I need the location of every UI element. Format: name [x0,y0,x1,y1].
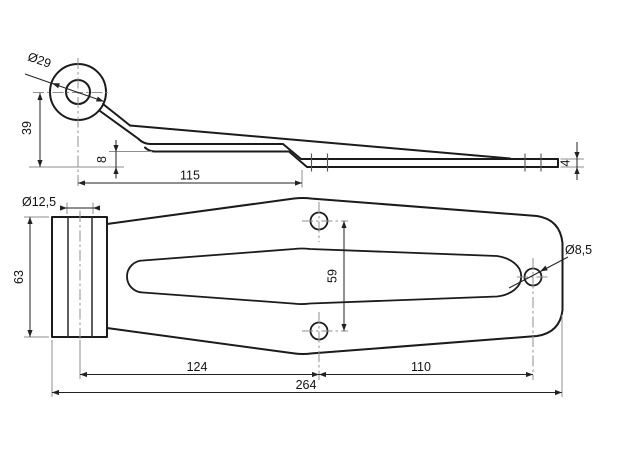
dim-hole-diameter-label: Ø8,5 [565,243,592,257]
dim-4-arrow-top [574,152,580,159]
dim-115-arrow-left [78,180,85,186]
top-view: 63 Ø12,5 59 Ø8,5 124 110 264 [12,195,592,397]
dim-125-arrow-left [60,205,67,211]
dim-length-to-joggle-label: 115 [180,169,200,183]
dim-110-arrow-right [526,371,533,378]
dim-8-arrow-bottom [113,167,119,174]
dim-63-extensions [24,216,49,338]
dim-39-arrow-top [37,93,43,100]
dim-63-arrow-top [27,217,33,224]
embossed-rib-contour [126,247,523,305]
dim-115-arrow-right [295,180,302,186]
strap-top-surface-line [99,110,559,160]
dim-plate-thickness-label: 4 [559,159,573,166]
dim-holes-to-end-label: 110 [411,360,431,374]
dim-29-arrow-lower [96,96,104,102]
dim-124-arrow-right [312,371,319,378]
dim-pin-bore-label: Ø12,5 [22,195,56,209]
dim-264-arrow-left [52,389,59,396]
strap-plan-outline [106,196,564,355]
dim-joggle-offset-label: 8 [95,156,109,163]
dim-8-arrow-top [113,145,119,152]
plate-hole-edge-lines [310,153,542,172]
dim-29-leader-line [24,73,105,102]
dim-85-arrow [540,265,548,272]
dim-29-arrow-upper [52,83,60,89]
dim-110-arrow-left [319,371,326,378]
side-view: Ø29 39 8 115 4 [20,50,584,188]
strap-upper-bend-line [102,103,131,127]
dim-4-arrow-bottom [574,167,580,174]
dim-total-length-label: 264 [296,378,317,392]
dim-59-arrow-top [341,221,347,228]
dim-264-arrow-right [555,389,562,396]
dim-59-arrow-bottom [341,324,347,331]
dim-39-arrow-bottom [37,160,43,167]
dim-63-arrow-bottom [27,330,33,337]
dim-knuckle-width-label: 63 [12,270,26,284]
dim-124-arrow-left [80,371,87,378]
dim-pin-height-label: 39 [20,121,34,135]
dim-85-leader-line [508,256,569,289]
dim-hole-spacing-label: 59 [326,269,340,283]
dim-knuckle-diameter-label: Ø29 [26,50,53,71]
rib-taper-line [129,124,511,160]
dim-125-arrow-right [93,205,100,211]
dim-4-extensions [560,158,584,168]
barrel-bore-silhouette-lines [67,217,93,337]
dim-length-to-holes-label: 124 [187,360,208,374]
